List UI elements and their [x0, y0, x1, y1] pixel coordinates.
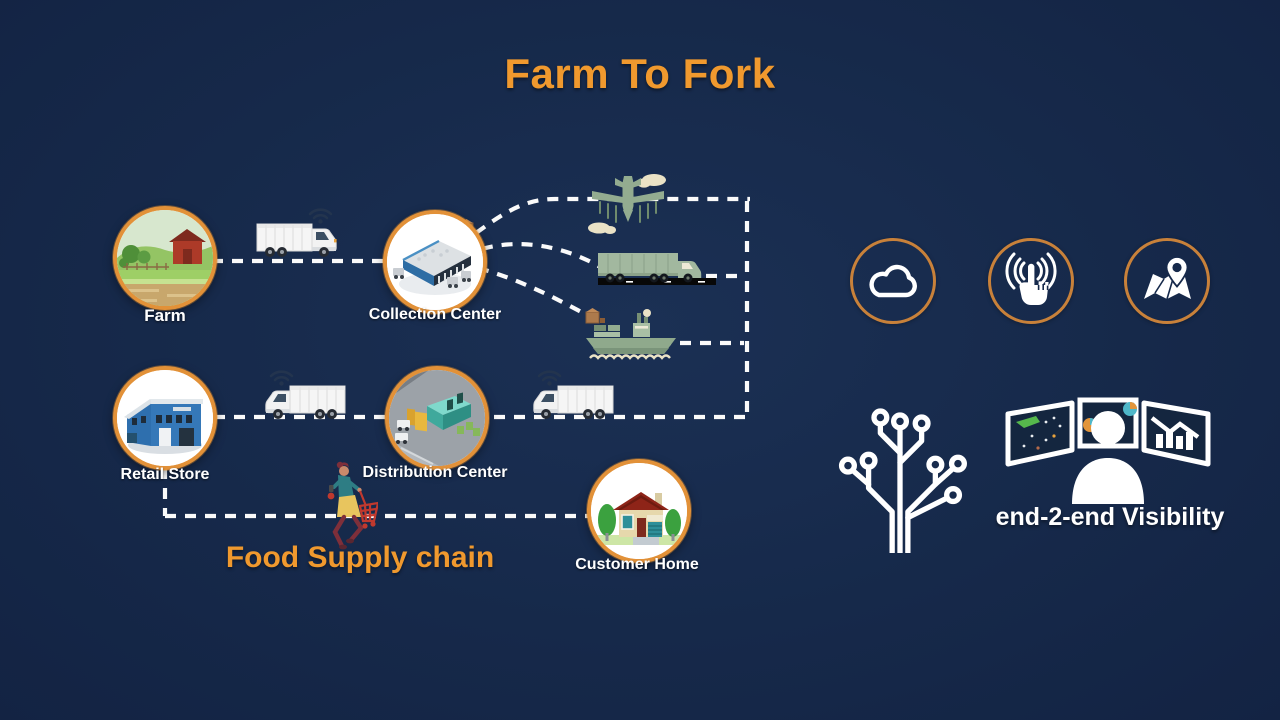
collection-center-warehouse-icon — [387, 214, 483, 310]
retail-store-building-icon — [117, 370, 213, 466]
cloud-icon — [869, 264, 917, 298]
route-collection-to-truck — [481, 242, 604, 270]
iot-truck-icon — [526, 370, 614, 431]
circuit-tree-icon — [828, 388, 973, 558]
touch-circle — [988, 238, 1074, 324]
operator-monitors-icon — [1002, 392, 1214, 509]
semi-truck-icon — [598, 250, 716, 297]
touch-icon — [1005, 252, 1057, 306]
route-collection-to-plane — [474, 196, 750, 235]
route-collection-to-ship — [477, 265, 587, 316]
node-label-distribution-center: Distribution Center — [362, 464, 508, 481]
airplane-icon — [586, 170, 670, 241]
node-customer-home — [587, 459, 691, 563]
wifi-icon — [308, 208, 333, 220]
node-retail-store — [113, 366, 217, 470]
diagram-caption: Food Supply chain — [225, 541, 495, 574]
cloud-circle — [850, 238, 936, 324]
map-circle — [1124, 238, 1210, 324]
node-label-customer-home: Customer Home — [575, 556, 699, 573]
node-label-retail-store: Retail Store — [120, 466, 210, 483]
farm-scene-icon — [117, 210, 213, 306]
map-location-icon — [1144, 256, 1191, 300]
iot-truck-icon — [258, 370, 346, 431]
iot-truck-icon — [256, 208, 344, 269]
node-farm — [113, 206, 217, 310]
node-label-farm: Farm — [144, 306, 186, 325]
visibility-label: end-2-end Visibility — [995, 503, 1225, 531]
page-title: Farm To Fork — [504, 50, 776, 97]
node-collection-center — [383, 210, 487, 314]
shopper-cart-icon — [314, 458, 380, 557]
node-distribution-center — [385, 366, 489, 470]
node-label-collection-center: Collection Center — [368, 306, 502, 323]
customer-home-house-icon — [591, 463, 687, 559]
distribution-center-yard-icon — [389, 370, 485, 466]
cargo-ship-icon — [584, 304, 678, 373]
